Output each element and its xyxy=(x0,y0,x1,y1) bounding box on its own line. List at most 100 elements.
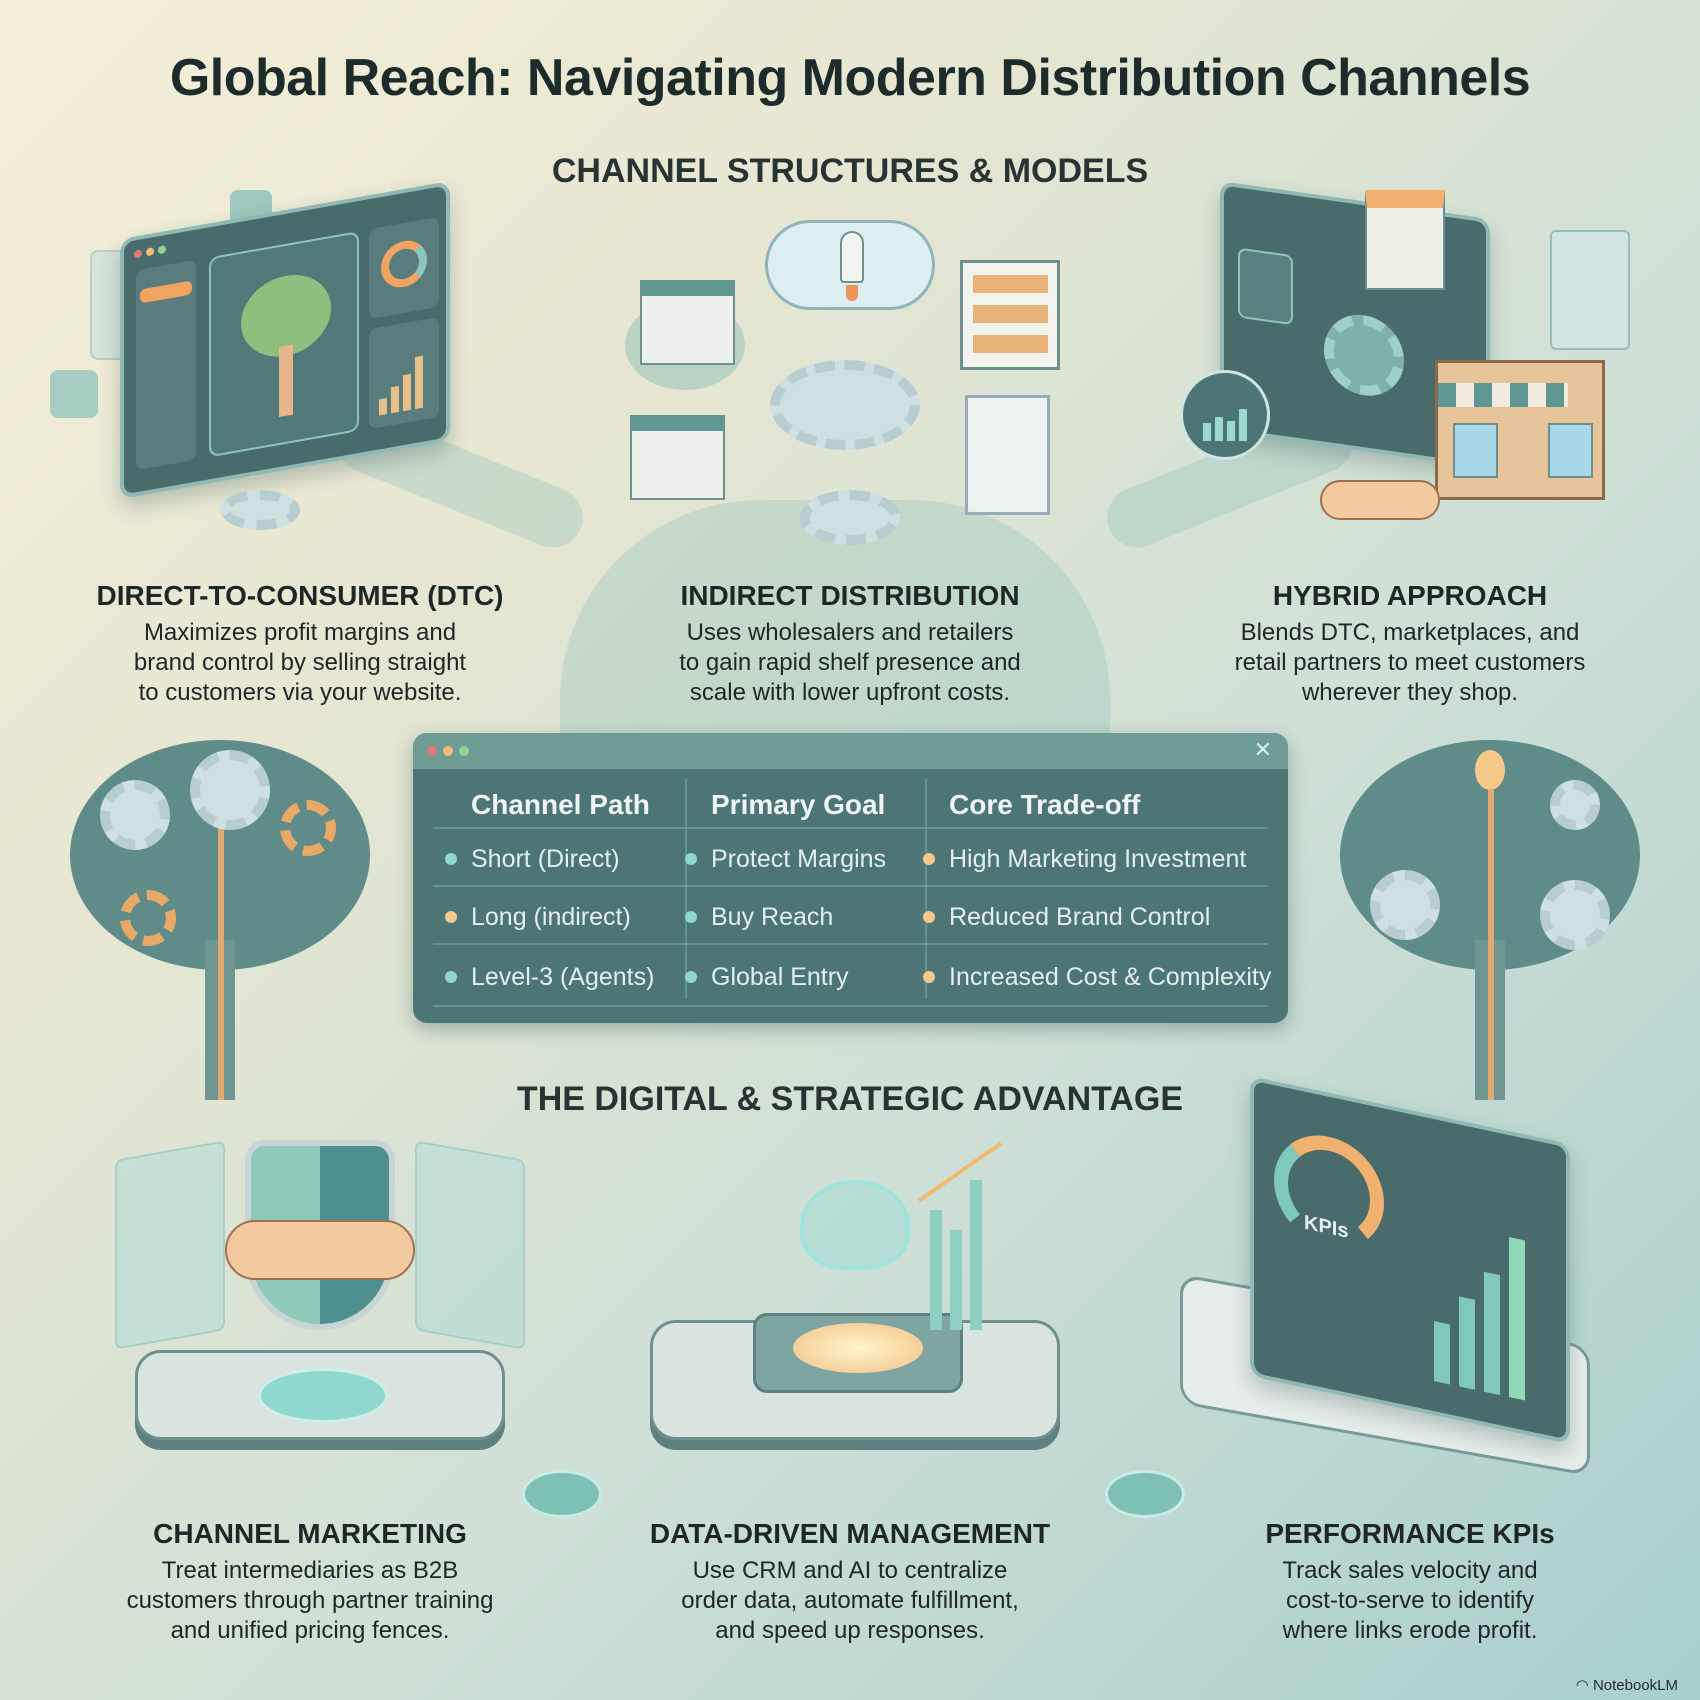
header-primary-goal: Primary Goal xyxy=(711,789,886,820)
column-divider xyxy=(925,779,927,999)
row-divider xyxy=(433,885,1268,887)
card-line: Blends DTC, marketplaces, and xyxy=(1240,619,1580,646)
window-titlebar: ✕ xyxy=(413,733,1288,769)
close-icon[interactable]: ✕ xyxy=(1253,737,1272,762)
table-row-3-path: Level-3 (Agents) xyxy=(445,955,654,999)
cell-text: Increased Cost & Complexity xyxy=(949,962,1272,991)
card-line: Uses wholesalers and retailers xyxy=(686,619,1014,646)
hybrid-illustration xyxy=(1180,181,1660,550)
retail-store-icon xyxy=(1435,360,1605,500)
mini-storefront-icon xyxy=(1365,190,1445,290)
cell-text: Buy Reach xyxy=(711,902,834,931)
card-line: and unified pricing fences. xyxy=(170,1617,450,1644)
bullet-icon xyxy=(923,911,935,923)
rack-icon xyxy=(965,395,1050,515)
connector-node-icon xyxy=(1105,1470,1185,1518)
channel-marketing-illustration xyxy=(115,1110,525,1460)
warehouse-icon xyxy=(640,280,735,365)
small-gear-icon xyxy=(800,490,900,545)
card-heading: DATA-DRIVEN MANAGEMENT xyxy=(649,1518,1051,1549)
column-divider xyxy=(685,779,687,999)
card-line: retail partners to meet customers xyxy=(1234,649,1586,676)
card-line: Maximizes profit margins and xyxy=(143,619,457,646)
cell-text: Long (indirect) xyxy=(471,902,631,931)
header-channel-path: Channel Path xyxy=(471,789,650,820)
ai-brain-icon xyxy=(800,1180,910,1270)
indirect-illustration xyxy=(620,200,1080,545)
data-management-illustration xyxy=(640,1140,1070,1460)
table-row-3-tradeoff: Increased Cost & Complexity xyxy=(923,955,1272,999)
donut-chart-icon xyxy=(369,216,439,320)
bullet-icon xyxy=(445,971,457,983)
card-line: to customers via your website. xyxy=(138,679,462,706)
lightbulb-icon xyxy=(1475,750,1505,790)
card-heading: DIRECT-TO-CONSUMER (DTC) xyxy=(96,580,504,611)
card-line: to gain rapid shelf presence and xyxy=(679,649,1021,676)
globe-document-icon xyxy=(115,1140,225,1350)
table-row-2-tradeoff: Reduced Brand Control xyxy=(923,895,1211,939)
tree-icon xyxy=(209,230,359,458)
table-row-2-path: Long (indirect) xyxy=(445,895,631,939)
notebooklm-logo-icon: ◠ xyxy=(1575,1677,1593,1694)
comparison-table: Channel Path Primary Goal Core Trade-off… xyxy=(413,769,1288,1023)
card-line: Treat intermediaries as B2B xyxy=(161,1557,459,1584)
table-row-1-tradeoff: High Marketing Investment xyxy=(923,837,1247,881)
card-line: wherever they shop. xyxy=(1301,679,1519,706)
section-heading-digital: THE DIGITAL & STRATEGIC ADVANTAGE xyxy=(516,1080,1184,1118)
platform-icon xyxy=(135,1350,505,1440)
card-line: order data, automate fulfillment, xyxy=(681,1587,1019,1614)
cell-text: Short (Direct) xyxy=(471,844,620,873)
card-heading: INDIRECT DISTRIBUTION xyxy=(680,580,1020,611)
bullet-icon xyxy=(685,911,697,923)
section-heading-structures: CHANNEL STRUCTURES & MODELS xyxy=(551,152,1149,190)
card-channel-marketing: CHANNEL MARKETING Treat intermediaries a… xyxy=(70,1518,550,1646)
card-line: scale with lower upfront costs. xyxy=(689,679,1011,706)
page-title: Global Reach: Navigating Modern Distribu… xyxy=(169,49,1531,107)
cell-text: Protect Margins xyxy=(711,844,887,873)
connector-node-icon xyxy=(522,1470,602,1518)
card-performance-kpis: PERFORMANCE KPIs Track sales velocity an… xyxy=(1170,1518,1650,1646)
bar-chart-icon xyxy=(369,316,439,430)
bar-chart-bubble-icon xyxy=(50,370,98,418)
trend-panel-icon xyxy=(1550,230,1630,350)
bullet-icon xyxy=(923,853,935,865)
growth-chart-icon xyxy=(1180,370,1270,460)
kpi-illustration: KPIs xyxy=(1180,1075,1600,1490)
window-maximize-dot[interactable] xyxy=(459,746,469,756)
gear-icon xyxy=(220,490,300,530)
branding-text: NotebookLM xyxy=(1592,1677,1678,1694)
card-heading: PERFORMANCE KPIs xyxy=(1265,1518,1555,1549)
card-hybrid: HYBRID APPROACH Blends DTC, marketplaces… xyxy=(1170,580,1650,708)
bullet-icon xyxy=(685,971,697,983)
table-row-1-path: Short (Direct) xyxy=(445,837,620,881)
cell-text: High Marketing Investment xyxy=(949,844,1247,873)
card-line: where links erode profit. xyxy=(1282,1617,1538,1644)
header-core-tradeoff: Core Trade-off xyxy=(949,789,1141,820)
table-row-1-goal: Protect Margins xyxy=(685,837,887,881)
card-line: customers through partner training xyxy=(126,1587,494,1614)
row-divider xyxy=(433,827,1268,829)
notebooklm-branding: ◠ NotebookLM xyxy=(1576,1676,1678,1694)
gear-tree-left-icon xyxy=(70,740,370,1100)
server-platform-icon xyxy=(650,1313,1060,1440)
bar-chart-icon xyxy=(970,1180,982,1330)
row-divider xyxy=(433,1005,1268,1007)
window-close-dot[interactable] xyxy=(427,746,437,756)
shelving-icon xyxy=(960,260,1060,370)
card-line: brand control by selling straight xyxy=(133,649,467,676)
cell-text: Reduced Brand Control xyxy=(949,902,1211,931)
website-dashboard-icon xyxy=(120,180,450,500)
card-heading: CHANNEL MARKETING xyxy=(153,1518,467,1549)
card-line: Use CRM and AI to centralize xyxy=(692,1557,1008,1584)
handshake-icon xyxy=(225,1220,415,1280)
row-divider xyxy=(433,943,1268,945)
bullet-icon xyxy=(445,853,457,865)
window-minimize-dot[interactable] xyxy=(443,746,453,756)
bullet-icon xyxy=(923,971,935,983)
channel-comparison-window: ✕ Channel Path Primary Goal Core Trade-o… xyxy=(413,733,1288,1023)
card-line: cost-to-serve to identify xyxy=(1285,1587,1535,1614)
card-dtc: DIRECT-TO-CONSUMER (DTC) Maximizes profi… xyxy=(60,580,540,708)
table-row-2-goal: Buy Reach xyxy=(685,895,834,939)
gear-tree-right-icon xyxy=(1340,740,1640,1100)
card-line: Track sales velocity and xyxy=(1282,1557,1538,1584)
